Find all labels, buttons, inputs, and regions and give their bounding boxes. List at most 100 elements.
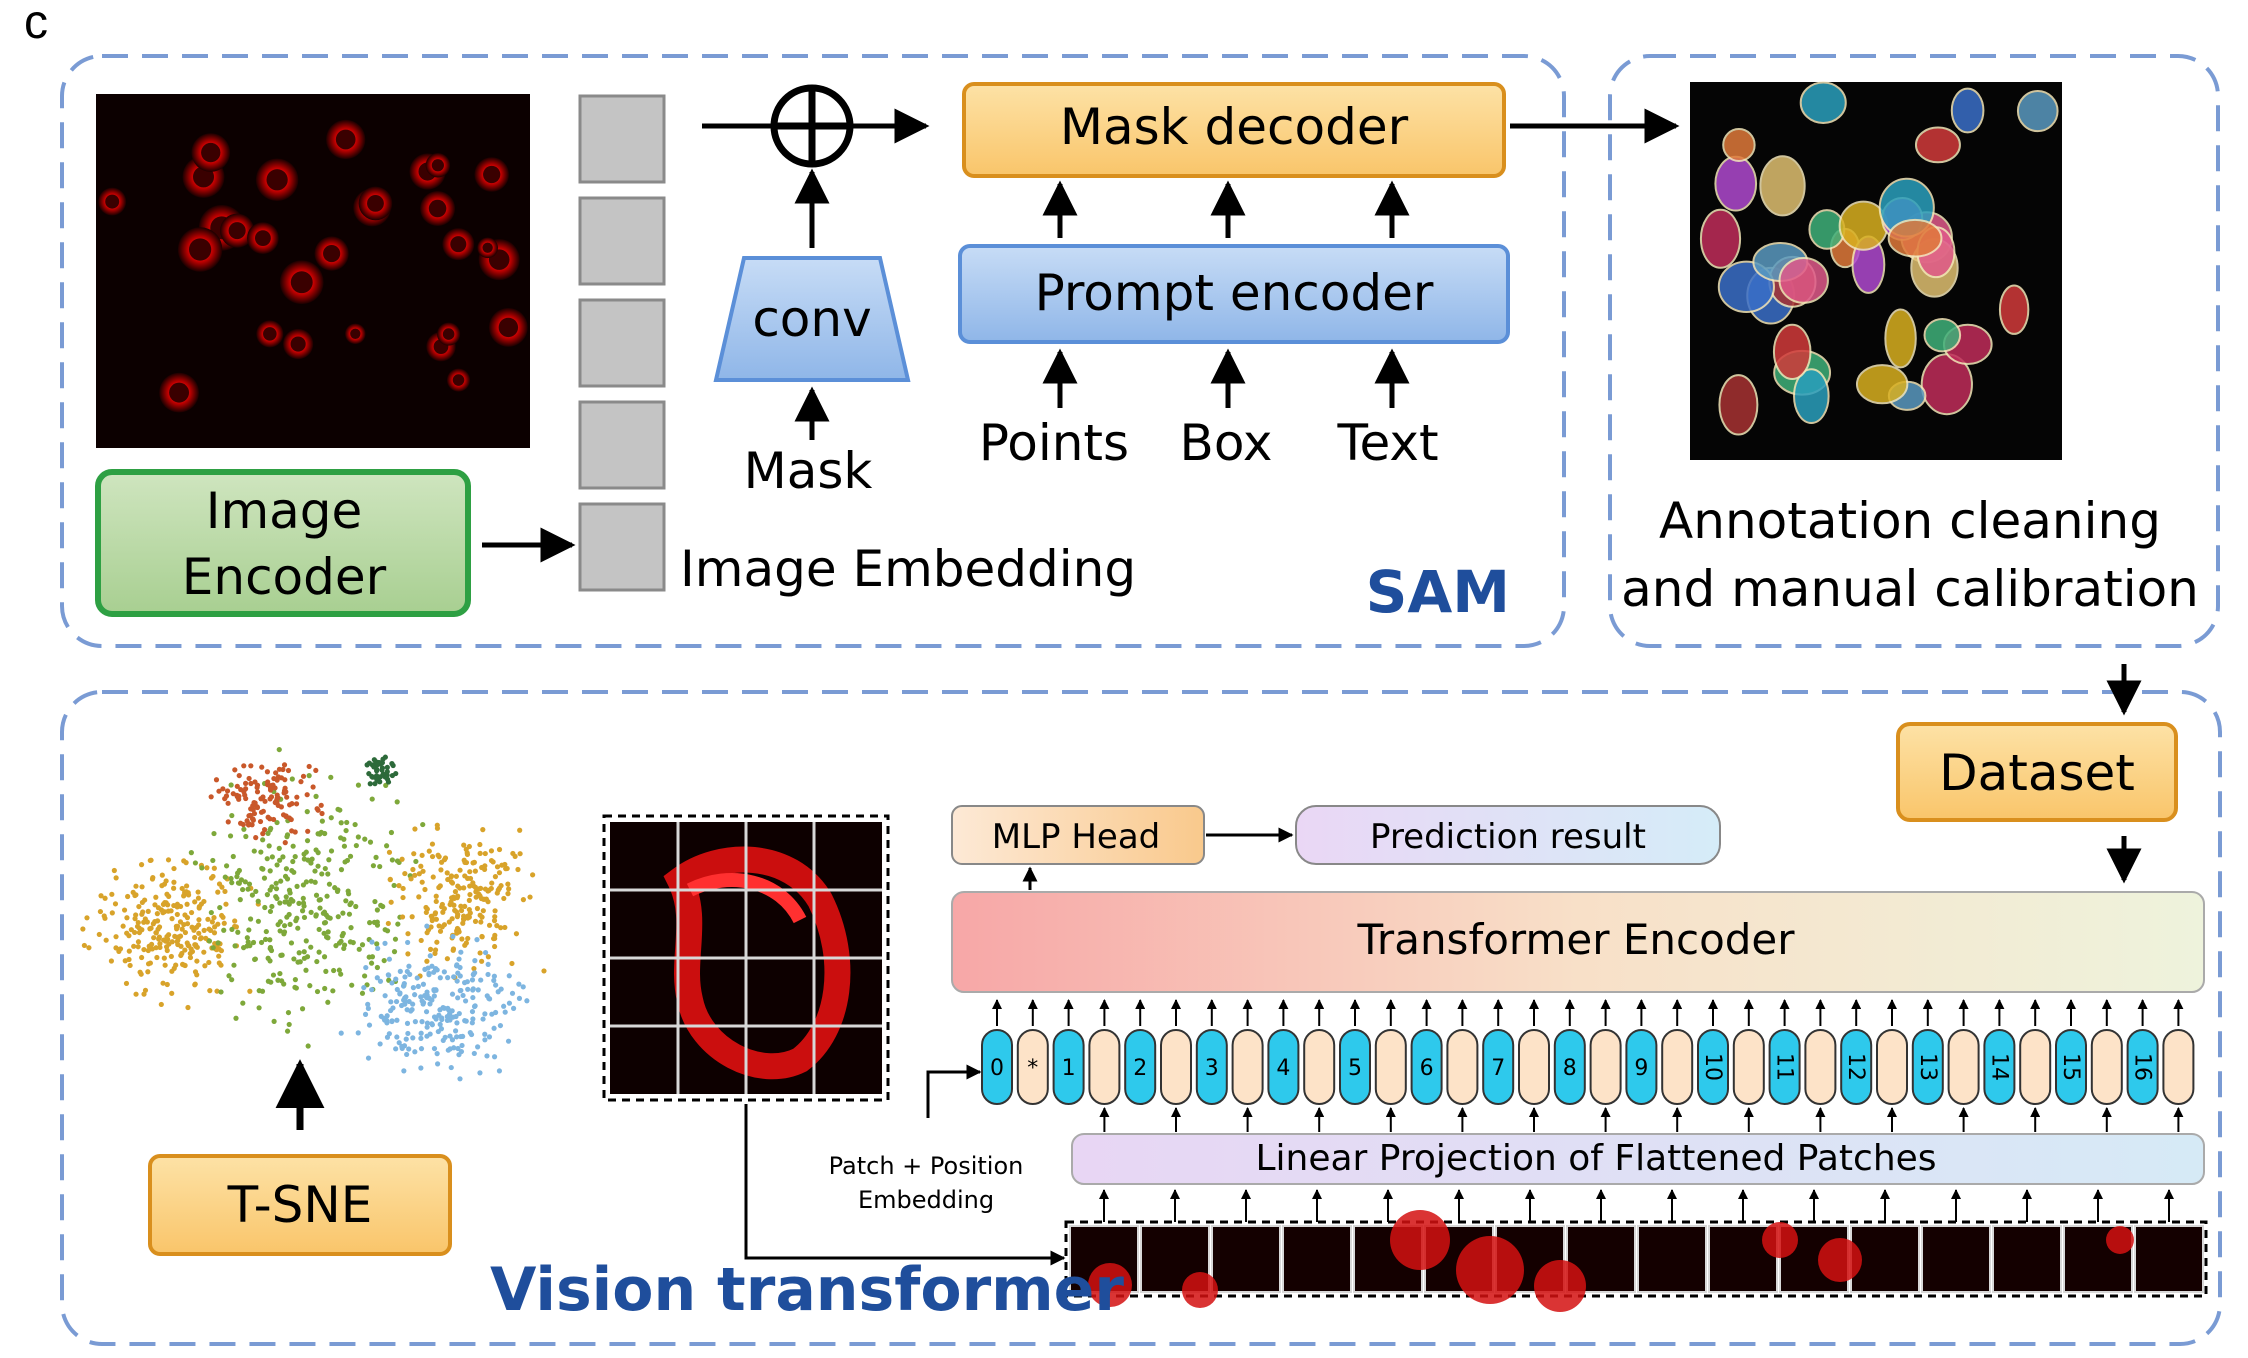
token-index-label: *: [1027, 1056, 1038, 1081]
tsne-point: [198, 901, 204, 907]
tsne-point: [414, 975, 420, 981]
tsne-point: [392, 936, 399, 942]
tsne-point: [405, 931, 411, 937]
tsne-point: [313, 892, 320, 898]
position-token: [1804, 1029, 1837, 1105]
tsne-point: [244, 818, 250, 824]
embedding-token: [1339, 1029, 1371, 1105]
tsne-point: [462, 903, 468, 910]
tsne-point: [319, 871, 325, 877]
tsne-point: [254, 789, 261, 795]
tsne-point: [184, 901, 190, 907]
position-token: [1876, 1029, 1908, 1105]
tsne-point: [237, 820, 244, 826]
tsne-point: [253, 835, 259, 841]
tsne-point: [477, 950, 483, 956]
annotated-segmentation-image: [1690, 81, 2062, 460]
tsne-point: [431, 988, 437, 994]
tsne-point: [325, 929, 331, 935]
sam-panel: [60, 54, 1566, 648]
tsne-point: [426, 972, 432, 978]
tsne-point: [236, 880, 242, 886]
cell-nucleus: [290, 271, 313, 294]
tsne-point: [505, 1038, 512, 1044]
tsne-point: [374, 941, 380, 947]
tsne-point: [165, 902, 171, 908]
tsne-point: [137, 969, 143, 975]
flattened-patch: [1637, 1225, 1707, 1293]
tsne-point: [412, 826, 418, 832]
tsne-point: [469, 1008, 476, 1015]
tsne-point: [279, 952, 285, 958]
tsne-point: [467, 883, 473, 889]
tsne-point: [228, 875, 234, 882]
tsne-point: [218, 948, 225, 954]
tsne-point: [416, 871, 422, 877]
tsne-point: [186, 943, 192, 949]
tsne-point: [389, 857, 395, 863]
tsne-point: [491, 1054, 498, 1060]
tsne-point: [318, 829, 324, 835]
tsne-point: [438, 1026, 445, 1032]
tsne-point: [251, 848, 257, 854]
tsne-point: [199, 865, 205, 871]
tsne-point: [223, 863, 230, 869]
tsne-point: [449, 916, 455, 922]
tsne-point: [367, 839, 374, 845]
tsne-point: [390, 762, 396, 769]
patch-signal: [1088, 1263, 1132, 1307]
linear-projection-box: [1071, 1133, 2205, 1185]
tsne-point: [282, 785, 288, 791]
image-embedding-label: Image Embedding: [680, 540, 1136, 598]
tsne-point: [192, 981, 198, 987]
tsne-point: [201, 927, 207, 933]
tsne-point: [338, 820, 344, 826]
tsne-point: [328, 815, 334, 821]
tsne-point: [486, 922, 493, 928]
tsne-point: [221, 927, 227, 933]
tsne-point: [471, 1050, 477, 1057]
tsne-point: [501, 1003, 507, 1009]
position-token: [1589, 1029, 1622, 1105]
tsne-point: [463, 1018, 469, 1024]
prompt-encoder-box: [958, 244, 1510, 344]
tsne-point: [347, 939, 354, 945]
embedding-token: [1625, 1029, 1658, 1105]
tsne-point: [485, 961, 491, 968]
tsne-point: [255, 898, 261, 904]
tsne-point: [475, 1044, 481, 1050]
tsne-point: [314, 806, 320, 812]
segmented-cell: [1759, 155, 1806, 217]
tsne-point: [132, 929, 138, 936]
tsne-point: [135, 944, 141, 950]
tsne-point: [226, 973, 232, 979]
tsne-point: [494, 923, 500, 929]
cell-nucleus: [254, 230, 271, 247]
tsne-point: [444, 1017, 450, 1024]
tsne-point: [179, 926, 185, 932]
tsne-point: [520, 984, 526, 990]
tsne-point: [458, 903, 464, 909]
tsne-point: [267, 958, 273, 964]
tsne-point: [224, 788, 231, 794]
tsne-point: [480, 1016, 486, 1022]
tsne-point: [121, 907, 128, 913]
tsne-point: [156, 934, 162, 940]
tsne-point: [235, 929, 241, 935]
token-index-label: 9: [1634, 1056, 1648, 1081]
flattened-patch: [1211, 1225, 1281, 1293]
tsne-point: [264, 892, 270, 898]
tsne-point: [341, 945, 347, 952]
tsne-point: [213, 777, 220, 783]
tsne-point: [411, 851, 417, 857]
tsne-point: [255, 918, 261, 924]
image-to-patches-connector: [744, 1104, 1066, 1266]
tsne-point: [303, 967, 309, 973]
tsne-point: [126, 948, 132, 954]
tsne-point: [313, 793, 319, 799]
embedding-token: [1052, 1029, 1085, 1105]
tsne-point: [171, 879, 177, 885]
tsne-point: [441, 969, 447, 975]
tsne-point: [348, 925, 354, 931]
tsne-point: [492, 1009, 499, 1016]
